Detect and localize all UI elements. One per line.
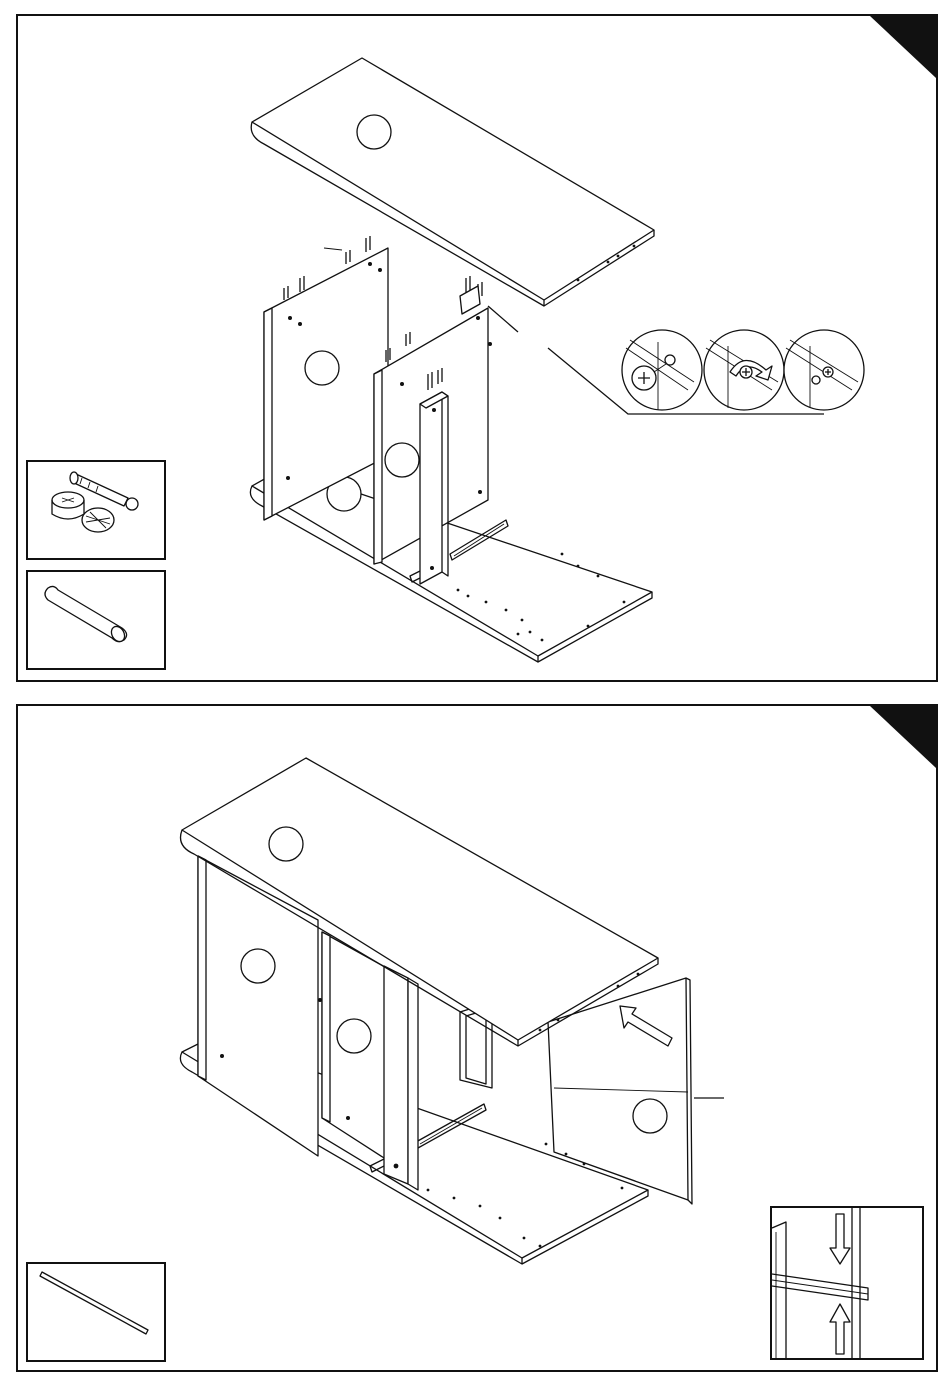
middle-divider-label-circle [385,443,419,477]
part-box-connector-rod [26,1262,166,1362]
down-arrow-icon [830,1214,850,1264]
cam-detail-sequence [622,330,864,410]
left-side-panel-label-circle [305,351,339,385]
cam-lock-fitting-icon [28,462,164,558]
step-2-panel [16,704,938,1372]
cam-detail-insert [622,330,702,410]
left-side-panel-label-circle [241,949,275,983]
up-arrow-icon [830,1304,850,1354]
left-side-panel [264,236,388,520]
front-vertical-rail [384,966,418,1190]
top-panel-label-circle [269,827,303,861]
step-corner-tab [870,706,936,768]
groove-detail-illustration [772,1208,922,1358]
part-box-wooden-dowel [26,570,166,670]
cam-detail-locked [784,330,864,410]
cam-detail-turn [704,330,784,410]
leader-line-top [488,306,518,332]
top-panel-label-circle [357,115,391,149]
step-1-panel [16,14,938,682]
groove-detail-box [770,1206,924,1360]
middle-divider-label-circle [337,1019,371,1053]
part-box-cam-lock [26,460,166,560]
top-panel [251,58,654,306]
connector-rod-icon [28,1264,164,1360]
step-corner-tab [870,16,936,78]
wooden-dowel-icon [28,572,164,668]
back-panel-label-circle [633,1099,667,1133]
